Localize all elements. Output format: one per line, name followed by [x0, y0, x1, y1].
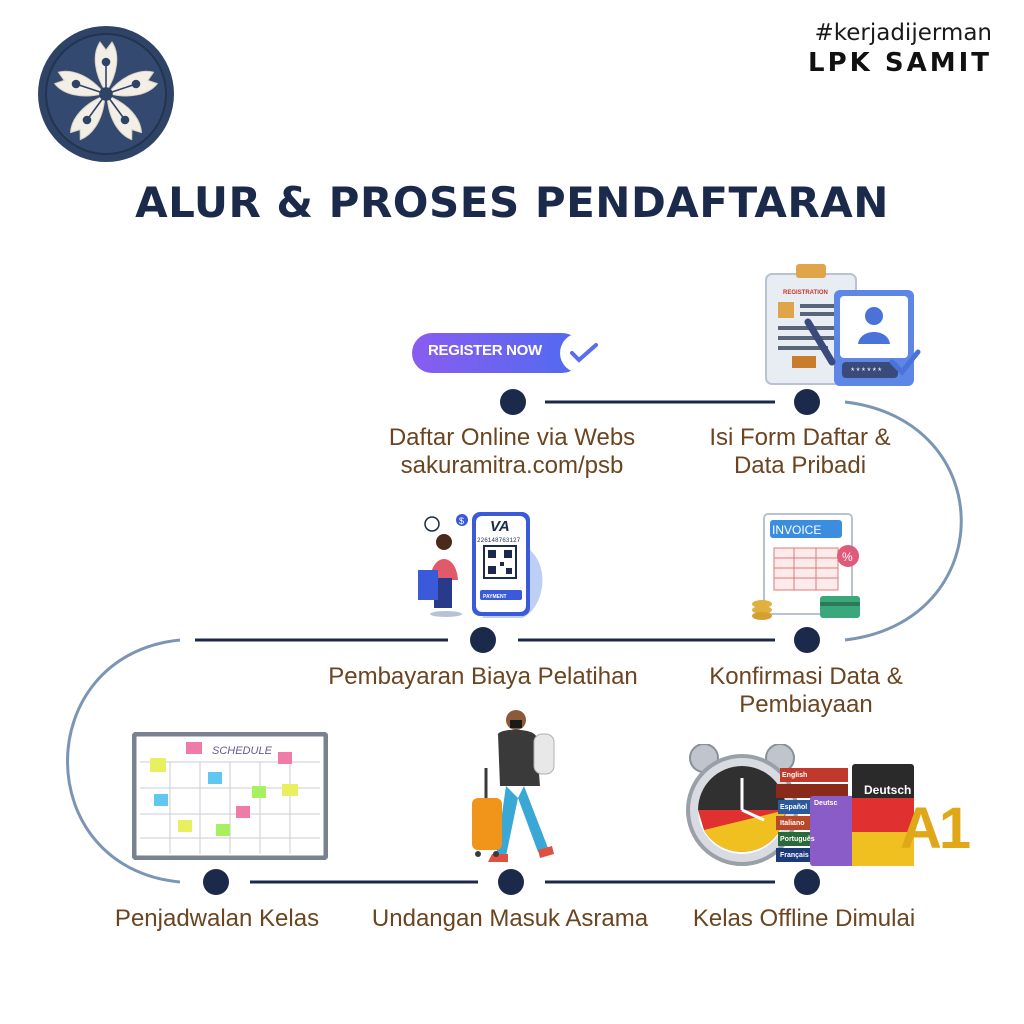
invoice-illustration: %	[752, 513, 860, 620]
book-italiano: Italiano	[780, 820, 805, 827]
password-mask: ******	[850, 367, 882, 377]
schedule-board-illustration	[132, 732, 328, 860]
step-5-label: Penjadwalan Kelas	[114, 905, 320, 932]
step-6-label: Undangan Masuk Asrama	[371, 905, 649, 932]
node-step-6	[498, 869, 524, 895]
virtual-account-payment-illustration: $	[418, 512, 543, 618]
registration-label: REGISTRATION	[783, 290, 828, 296]
german-course-illustration	[686, 744, 914, 866]
book-espanol: Español	[780, 804, 808, 811]
node-step-7	[794, 869, 820, 895]
svg-text:$: $	[459, 516, 464, 526]
invoice-label: INVOICE	[772, 523, 822, 537]
step-2-label: Isi Form Daftar &Data Pribadi	[709, 424, 891, 479]
va-title: VA	[490, 518, 510, 535]
deutsch-book-label: Deutsch	[864, 783, 912, 797]
node-step-4	[470, 627, 496, 653]
register-now-illustration	[412, 333, 600, 373]
registration-form-illustration: ******	[765, 264, 921, 386]
sakura-logo	[38, 26, 174, 162]
traveler-illustration	[472, 710, 555, 862]
step-7-label: Kelas Offline Dimulai	[692, 905, 916, 932]
node-step-5	[203, 869, 229, 895]
svg-text:%: %	[842, 550, 853, 564]
book-portugues: Português	[780, 836, 815, 843]
step-4-label: Pembayaran Biaya Pelatihan	[328, 663, 638, 690]
book-english: English	[782, 772, 808, 779]
book-deutsch-small: Deutsc	[814, 800, 838, 807]
book-francais: Français	[780, 852, 809, 859]
schedule-label: SCHEDULE	[212, 745, 272, 757]
node-step-3	[794, 627, 820, 653]
va-number: 226148763127	[477, 537, 521, 544]
brand-name: LPK SAMIT	[808, 48, 992, 78]
curve-right	[844, 400, 963, 642]
curve-left	[66, 638, 181, 884]
step-3-label: Konfirmasi Data &Pembiayaan	[709, 663, 903, 718]
page-title: ALUR & PROSES PENDAFTARAN	[135, 178, 889, 227]
register-now-text: REGISTER NOW	[428, 342, 542, 359]
payment-label: PAYMENT	[483, 594, 507, 600]
hashtag-text: #kerjadijerman	[814, 20, 992, 46]
node-step-2	[794, 389, 820, 415]
level-a1: A1	[900, 796, 971, 861]
node-step-1	[500, 389, 526, 415]
